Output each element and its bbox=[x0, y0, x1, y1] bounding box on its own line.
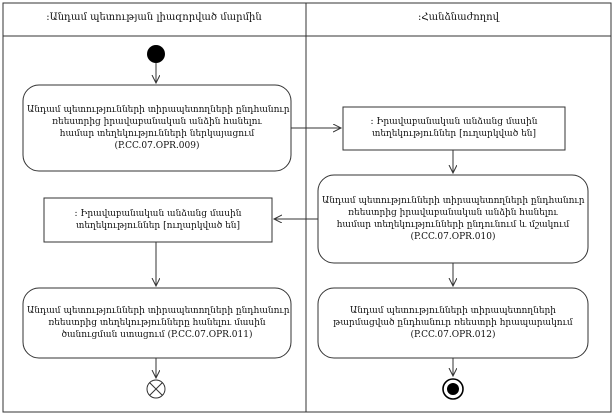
action-011-line-2: ռեեստրից տեղեկությունները հանելու մասին bbox=[48, 318, 266, 328]
object-node-right bbox=[342, 106, 566, 151]
object-node-left bbox=[43, 197, 273, 243]
action-011-line-1: Անդամ պետությունների տիրապետողների ընդհա… bbox=[27, 306, 290, 316]
object-left-line-2: տեղեկություններ [ուղարկված են] bbox=[76, 221, 240, 231]
action-012-line-3: (P.CC.07.OPR.012) bbox=[410, 330, 496, 340]
flow-final-node bbox=[146, 379, 166, 399]
action-010-line-2: ռեեստրից իրավաբանական անձին հանելու bbox=[348, 208, 558, 218]
object-left-line-1: : Իրավաբանական անձանց մասին bbox=[74, 209, 242, 219]
action-011-line-3: ծանուցման ստացում (P.CC.07.OPR.011) bbox=[61, 330, 253, 340]
action-012-line-2: թարմացված ընդհանուր ռեեստրի հրապարակում bbox=[333, 318, 573, 328]
object-left-label: : Իրավաբանական անձանց մասին տեղեկություն… bbox=[47, 208, 269, 232]
action-011 bbox=[22, 287, 292, 359]
action-009-label: Անդամ պետությունների տիրապետողների ընդհա… bbox=[27, 104, 290, 152]
action-012-line-1: Անդամ պետությունների տիրապետողների bbox=[349, 306, 557, 316]
action-010-line-1: Անդամ պետությունների տիրապետողների ընդհա… bbox=[322, 196, 585, 206]
action-012-label: Անդամ պետությունների տիրապետողների թարմա… bbox=[322, 305, 584, 341]
object-right-label: : Իրավաբանական անձանց մասին տեղեկություն… bbox=[346, 116, 562, 140]
lane-title-right: :Հանձնաժողով bbox=[418, 12, 499, 23]
object-right-line-2: տեղեկություններ [ուղարկված են] bbox=[372, 129, 536, 139]
activity-final-node bbox=[442, 378, 464, 400]
action-010-line-3: համար տեղեկությունների ընդունում և մշակո… bbox=[336, 220, 570, 230]
object-right-line-1: : Իրավաբանական անձանց մասին bbox=[370, 117, 538, 127]
action-010-line-4: (P.CC.07.OPR.010) bbox=[410, 232, 496, 242]
lane-title-left: :Անդամ պետության լիազորված մարմին bbox=[46, 12, 262, 23]
action-009-line-3: համար տեղեկությունների ներկայացում bbox=[59, 129, 255, 139]
action-009-line-1: Անդամ պետությունների տիրապետողների ընդհա… bbox=[27, 105, 290, 115]
initial-node bbox=[147, 45, 165, 63]
action-011-label: Անդամ պետությունների տիրապետողների ընդհա… bbox=[27, 305, 290, 341]
action-009-line-4: (P.CC.07.OPR.009) bbox=[114, 141, 200, 151]
action-010-label: Անդամ պետությունների տիրապետողների ընդհա… bbox=[322, 195, 585, 243]
action-009-line-2: ռեեստրից իրավաբանական անձին հանելու bbox=[52, 117, 262, 127]
